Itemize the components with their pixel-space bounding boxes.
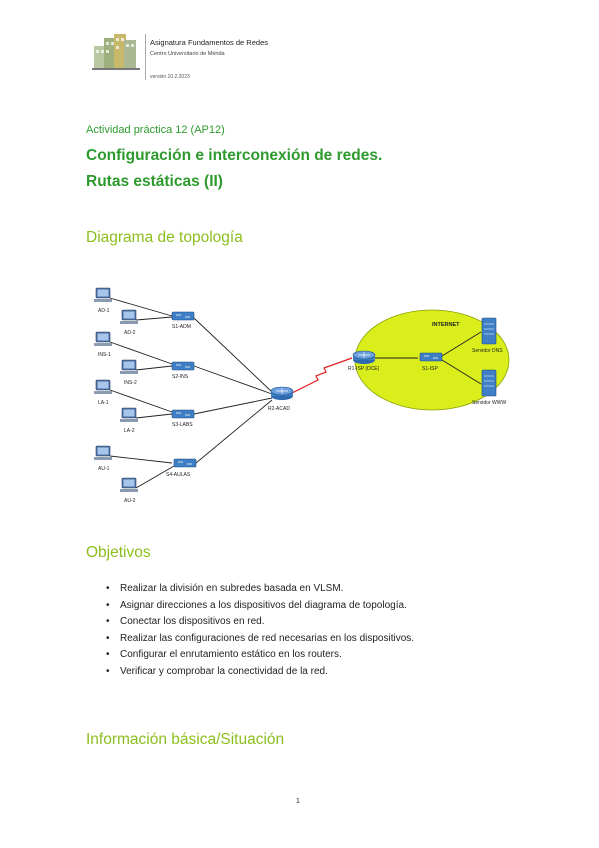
switch-label: S1-ISP	[422, 366, 439, 372]
switch-icon	[171, 361, 195, 371]
switch-icon	[419, 352, 443, 362]
switch-label: S2-INS	[172, 374, 189, 380]
server-icon	[481, 317, 497, 345]
switch-label: S4-AULAS	[166, 472, 191, 478]
header-divider	[145, 34, 146, 80]
server-label: Servidor DNS	[472, 348, 503, 354]
section-objectives-heading: Objetivos	[86, 544, 151, 561]
objectives-list: Realizar la división en subredes basada …	[86, 583, 576, 682]
course-name: Asignatura Fundamentos de Redes	[150, 38, 268, 47]
center-name: Centro Universitario de Mérida	[150, 51, 225, 57]
section-background-heading: Información básica/Situación	[86, 731, 285, 748]
list-item: Verificar y comprobar la conectividad de…	[106, 666, 576, 683]
pc-icon	[93, 287, 113, 303]
server-icon	[481, 369, 497, 397]
switch-icon	[171, 409, 195, 419]
switch-icon	[171, 311, 195, 321]
pc-icon	[93, 331, 113, 347]
switch-label: S1-ADM	[172, 324, 191, 330]
switch-icon	[173, 458, 197, 468]
pc-icon	[93, 379, 113, 395]
section-topology-heading: Diagrama de topología	[86, 229, 243, 246]
activity-label: Actividad práctica 12 (AP12)	[86, 124, 225, 136]
pc-label: AD-2	[124, 330, 136, 336]
page-title-line2: Rutas estáticas (II)	[86, 173, 223, 190]
router-icon	[270, 386, 294, 401]
pc-label: LA-1	[98, 400, 109, 406]
list-item: Realizar la división en subredes basada …	[106, 583, 576, 600]
pc-label: LA-2	[124, 428, 135, 434]
pc-icon	[119, 477, 139, 493]
list-item: Asignar direcciones a los dispositivos d…	[106, 600, 576, 617]
topology-diagram: AD-1 AD-2 INS-1 INS-2 LA-1 LA-2 AU-1 AU-…	[93, 287, 510, 504]
pc-label: INS-2	[124, 380, 137, 386]
pc-icon	[93, 445, 113, 461]
page-title-line1: Configuración e interconexión de redes.	[86, 147, 383, 164]
internet-label: INTERNET	[432, 322, 460, 328]
university-logo-icon	[92, 34, 140, 70]
pc-icon	[119, 359, 139, 375]
pc-icon	[119, 407, 139, 423]
server-label: Servidor WWW	[472, 400, 506, 406]
version-label: versión 10.2.2023	[150, 74, 190, 80]
switch-label: S3-LABS	[172, 422, 193, 428]
list-item: Conectar los dispositivos en red.	[106, 616, 576, 633]
serial-link	[291, 357, 353, 394]
pc-label: INS-1	[98, 352, 111, 358]
pc-icon	[119, 309, 139, 325]
router-label: R2-ACAD	[268, 406, 290, 412]
pc-label: AU-2	[124, 498, 136, 504]
router-icon	[352, 350, 376, 365]
pc-label: AU-1	[98, 466, 110, 472]
list-item: Configurar el enrutamiento estático en l…	[106, 649, 576, 666]
pc-label: AD-1	[98, 308, 110, 314]
list-item: Realizar las configuraciones de red nece…	[106, 633, 576, 650]
page-number: 1	[296, 798, 300, 805]
router-label: R1-ISP (DCE)	[348, 366, 380, 372]
